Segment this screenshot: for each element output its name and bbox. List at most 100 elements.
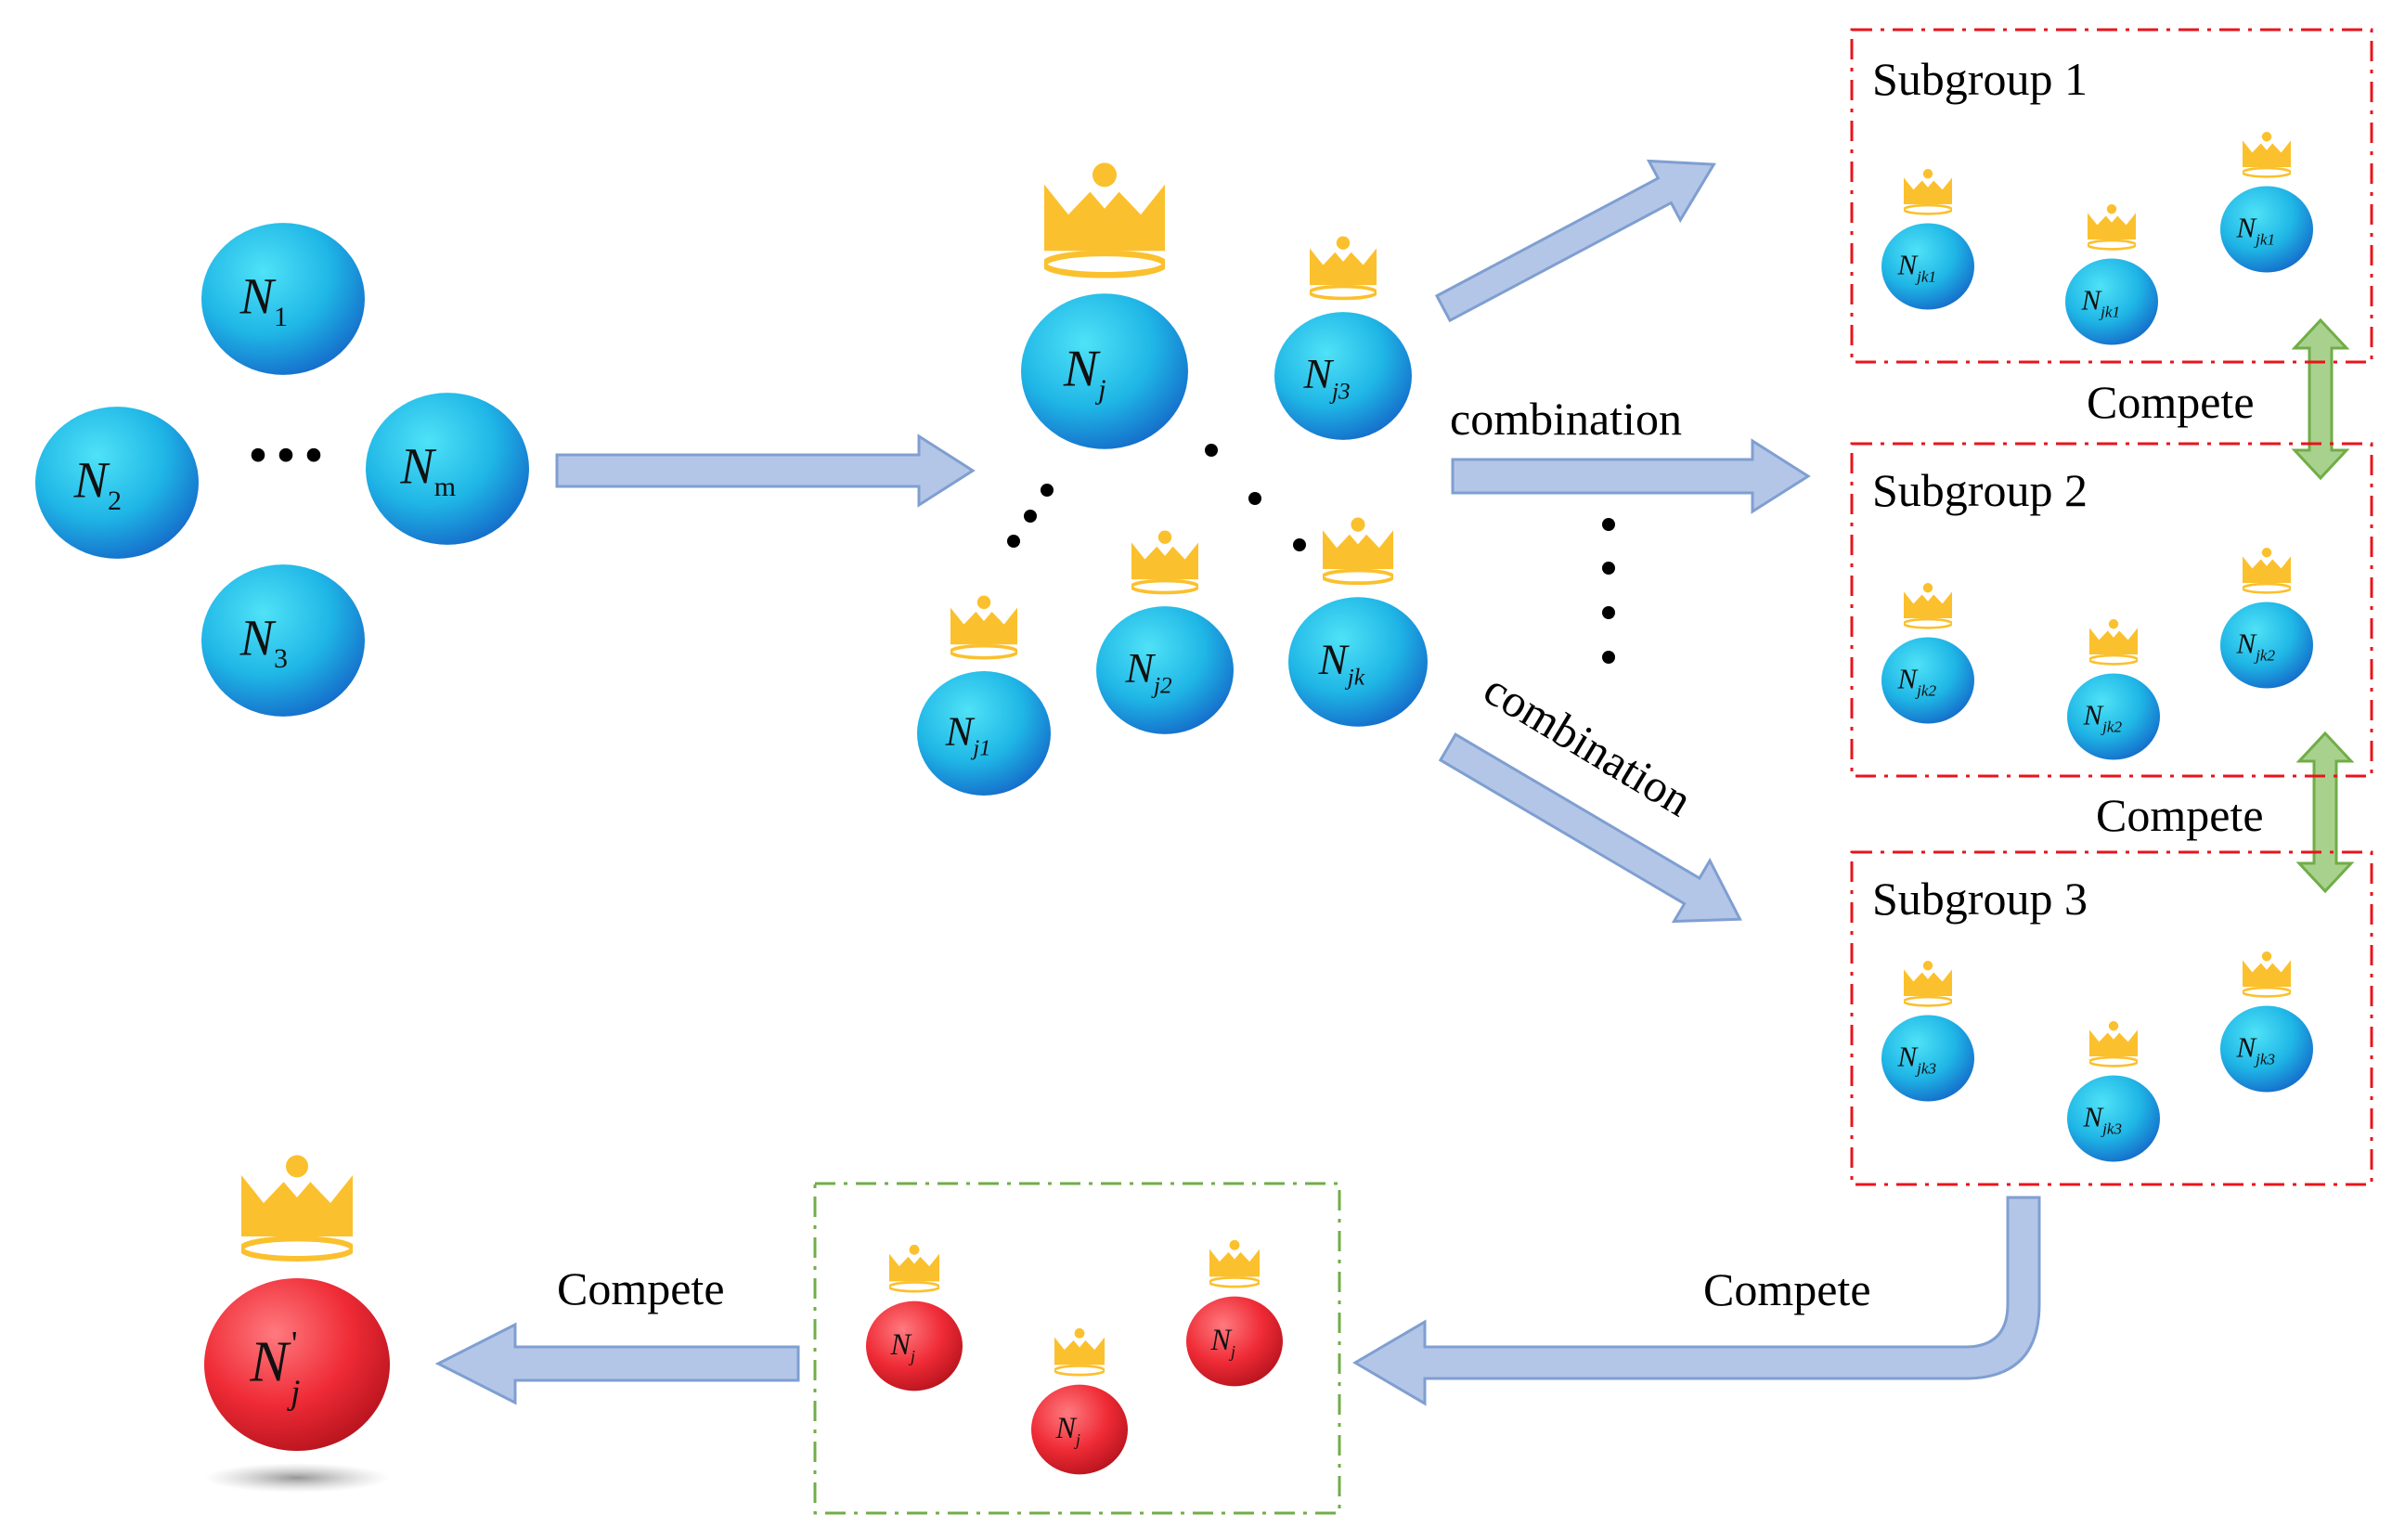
arrow-to-subgroup-3 [1438,732,1742,924]
winner-node-2-crown-icon [1054,1326,1105,1377]
node-nj1-ball [917,671,1051,796]
node-nj3-ball [1274,312,1412,440]
subgroup-2-member-2: Njk2 [2067,618,2160,760]
node-nj1-label: Nj1 [945,707,991,760]
compete-arrow-2-3 [2295,731,2355,894]
node-njk: Njk [1288,516,1428,727]
subgroup-1-member-1-ball [1881,223,1974,310]
subgroup-2-member-1-crown-icon [1904,582,1952,629]
node-njk-crown-icon [1323,516,1393,586]
subgroup-2-member-2-crown-icon [2089,618,2138,666]
node-njk-ball [1288,597,1428,727]
edge-label-combination-1: combination [1450,393,1682,445]
subgroup-1-member-1-crown-icon [1904,168,1952,215]
node-n1-label: N1 [239,267,288,332]
node-nj-label: Nj [1063,341,1106,406]
subgroup-3-member-2-label: Njk3 [2082,1101,2122,1138]
subgroup-1-member-2: Njk1 [2065,203,2158,345]
subgroup-3-member-3: Njk3 [2220,951,2313,1093]
arrow-initial-to-leader [555,434,976,508]
subgroup-1-member-2-crown-icon [2088,203,2136,251]
subgroup-3-member-2: Njk3 [2067,1020,2160,1162]
final-node-label: N'j [249,1325,300,1412]
edge-label-compete-1-2: Compete [2087,376,2255,428]
node-n3: N3 [201,564,365,717]
node-nm-ball [366,393,529,545]
subgroup-3-member-2-crown-icon [2089,1020,2138,1068]
subgroup-3-member-3-label: Njk3 [2235,1031,2275,1068]
subgroup-3-member-1-label: Njk3 [1896,1041,1936,1078]
subgroup-3-member-1-crown-icon [1904,960,1952,1007]
ellipsis-dots-vertical [1602,518,1615,664]
winner-node-3: Nj [1186,1238,1283,1387]
node-n2-label: N2 [73,451,122,516]
subgroup-box-2 [1850,442,2373,778]
node-n3-ball [201,564,365,717]
subgroup-2-member-3-ball [2220,602,2313,689]
subgroup-title-1: Subgroup 1 [1872,53,2088,105]
subgroup-2-member-3: Njk2 [2220,547,2313,689]
subgroup-2-member-1: Njk2 [1881,582,1974,724]
subgroup-2-member-2-label: Njk2 [2082,699,2122,736]
subgroup-box-3 [1850,850,2373,1186]
node-n2: N2 [35,407,199,559]
winner-node-1-ball [866,1301,963,1391]
arrow-to-subgroup-2 [1451,438,1811,514]
winner-node-3-label: Nj [1210,1323,1236,1361]
winner-node-1-label: Nj [890,1327,916,1365]
subgroup-2-member-1-ball [1881,637,1974,724]
winner-node-2-ball [1031,1384,1128,1475]
ellipsis-dots-left [1007,484,1054,548]
subgroup-1-member-1-label: Njk1 [1896,249,1936,286]
arrow-subgroup-3-to-winners [1352,1196,2041,1406]
subgroup-1-member-2-ball [2065,258,2158,345]
subgroup-3-member-2-ball [2067,1075,2160,1162]
winner-node-3-ball [1186,1296,1283,1387]
subgroup-1-member-3-ball [2220,186,2313,273]
edge-label-compete-2-3: Compete [2096,789,2264,841]
final-node-shadow [204,1463,390,1493]
node-nj3-label: Nj3 [1302,350,1350,404]
subgroup-1-member-2-label: Njk1 [2080,284,2120,321]
node-n1-ball [201,223,365,375]
subgroup-3-member-1-ball [1881,1015,1974,1102]
subgroup-2-member-2-ball [2067,673,2160,760]
node-nj3: Nj3 [1274,235,1412,440]
subgroup-1-member-3: Njk1 [2220,131,2313,273]
node-nj3-crown-icon [1310,235,1377,301]
subgroup-1-member-3-crown-icon [2243,131,2291,178]
edge-label-compete-to-winners: Compete [1703,1263,1871,1315]
node-nj2-ball [1096,606,1234,734]
final-node: N'j [204,1155,390,1493]
node-nm: Nm [366,393,529,545]
winners-box [813,1182,1341,1515]
node-nj1: Nj1 [917,594,1051,796]
node-n3-label: N3 [239,609,288,674]
winner-node-3-crown-icon [1209,1238,1260,1288]
node-nj-crown-icon [1044,162,1165,275]
winner-node-1-crown-icon [889,1243,939,1293]
subgroup-3-member-3-ball [2220,1005,2313,1093]
subgroup-title-3: Subgroup 3 [1872,873,2088,925]
compete-arrow-1-2 [2291,317,2350,481]
node-nj2: Nj2 [1096,529,1234,734]
subgroup-box-1 [1850,28,2373,364]
subgroup-title-2: Subgroup 2 [1872,464,2088,516]
node-nj2-label: Nj2 [1124,644,1172,698]
subgroup-2-member-3-label: Njk2 [2235,628,2275,665]
ellipsis-dots-center [1205,444,1306,551]
initial-ellipsis: ··· [244,409,328,501]
node-njk-label: Njk [1318,637,1365,691]
arrow-winners-to-final [434,1322,800,1405]
node-nj2-crown-icon [1131,529,1198,595]
winner-node-2: Nj [1031,1326,1128,1475]
final-node-ball [204,1278,390,1451]
subgroup-2-member-3-crown-icon [2243,547,2291,594]
node-nj1-crown-icon [950,594,1017,660]
node-nm-label: Nm [399,437,456,502]
node-n1: N1 [201,223,365,375]
final-node-crown-icon [241,1155,353,1259]
node-n2-ball [35,407,199,559]
